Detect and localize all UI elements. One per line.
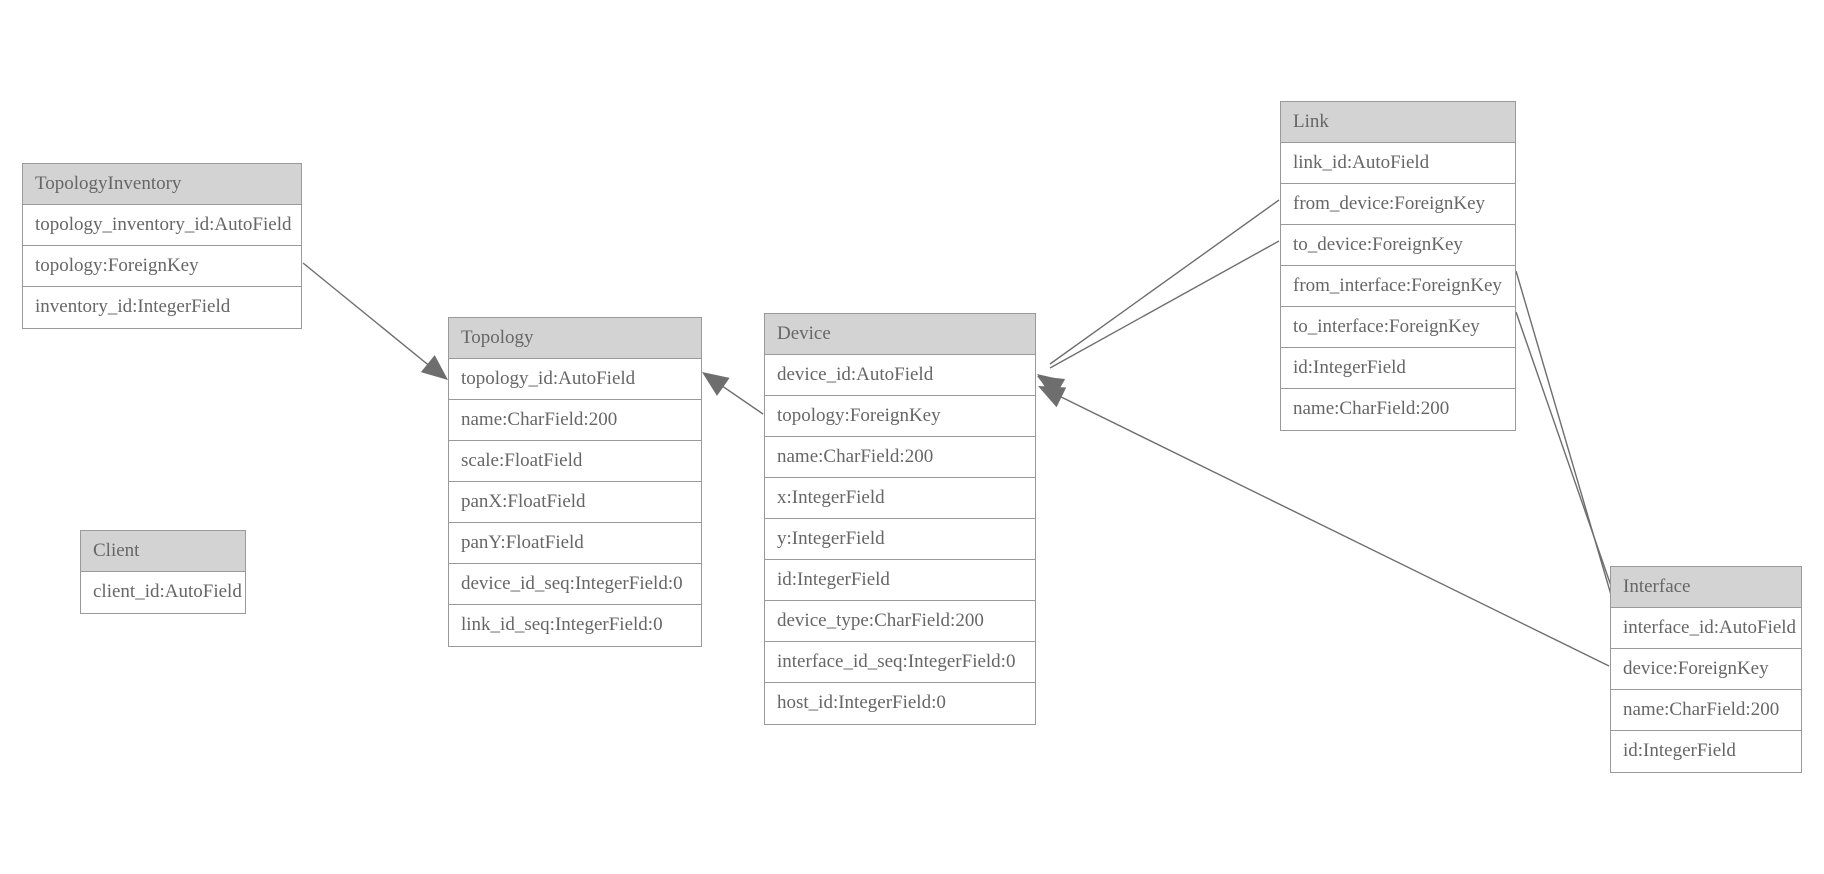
- entity-field-row: topology_id:AutoField: [449, 359, 701, 400]
- entity-field-row: x:IntegerField: [765, 478, 1035, 519]
- edge-line: [711, 378, 764, 415]
- edge-line: [302, 262, 438, 373]
- entity-field-row: client_id:AutoField: [81, 572, 245, 613]
- entity-field-row: id:IntegerField: [765, 560, 1035, 601]
- entity-title-link: Link: [1281, 102, 1515, 143]
- edge-topologyinventory-topology: [302, 262, 448, 380]
- edge-line: [1049, 199, 1280, 365]
- entity-field-row: name:CharField:200: [1281, 389, 1515, 430]
- entity-field-row: device:ForeignKey: [1611, 649, 1801, 690]
- entity-title-interface: Interface: [1611, 567, 1801, 608]
- entity-field-row: scale:FloatField: [449, 441, 701, 482]
- entity-field-row: id:IntegerField: [1611, 731, 1801, 772]
- edge-line: [1050, 391, 1610, 667]
- entity-field-row: link_id:AutoField: [1281, 143, 1515, 184]
- entity-field-row: panX:FloatField: [449, 482, 701, 523]
- entity-field-row: inventory_id:IntegerField: [23, 287, 301, 328]
- entity-field-row: panY:FloatField: [449, 523, 701, 564]
- entity-title-topologyinventory: TopologyInventory: [23, 164, 301, 205]
- entity-fields-client: client_id:AutoField: [81, 572, 245, 613]
- entity-field-row: device_id_seq:IntegerField:0: [449, 564, 701, 605]
- entity-field-row: topology_inventory_id:AutoField: [23, 205, 301, 246]
- entity-field-row: to_device:ForeignKey: [1281, 225, 1515, 266]
- edge-line: [1515, 311, 1619, 607]
- entity-field-row: id:IntegerField: [1281, 348, 1515, 389]
- edge-link-to-device: [1037, 240, 1280, 399]
- entity-title-client: Client: [81, 531, 245, 572]
- edge-arrowhead: [1038, 386, 1067, 408]
- entity-field-row: interface_id_seq:IntegerField:0: [765, 642, 1035, 683]
- edge-link-from-device: [1037, 199, 1280, 399]
- entity-field-row: to_interface:ForeignKey: [1281, 307, 1515, 348]
- entity-field-row: device_id:AutoField: [765, 355, 1035, 396]
- edge-device-topology: [702, 372, 764, 415]
- entity-field-row: y:IntegerField: [765, 519, 1035, 560]
- entity-field-row: from_device:ForeignKey: [1281, 184, 1515, 225]
- entity-field-row: host_id:IntegerField:0: [765, 683, 1035, 724]
- entity-field-row: topology:ForeignKey: [23, 246, 301, 287]
- entity-field-row: topology:ForeignKey: [765, 396, 1035, 437]
- entity-field-row: name:CharField:200: [449, 400, 701, 441]
- entity-field-row: from_interface:ForeignKey: [1281, 266, 1515, 307]
- edge-line: [1049, 240, 1280, 369]
- entity-field-row: name:CharField:200: [1611, 690, 1801, 731]
- entity-field-row: device_type:CharField:200: [765, 601, 1035, 642]
- edge-line: [1515, 270, 1615, 606]
- entity-field-row: name:CharField:200: [765, 437, 1035, 478]
- entity-title-topology: Topology: [449, 318, 701, 359]
- edge-arrowhead: [1037, 376, 1066, 399]
- entity-field-row: link_id_seq:IntegerField:0: [449, 605, 701, 646]
- entity-title-device: Device: [765, 314, 1035, 355]
- entity-field-row: interface_id:AutoField: [1611, 608, 1801, 649]
